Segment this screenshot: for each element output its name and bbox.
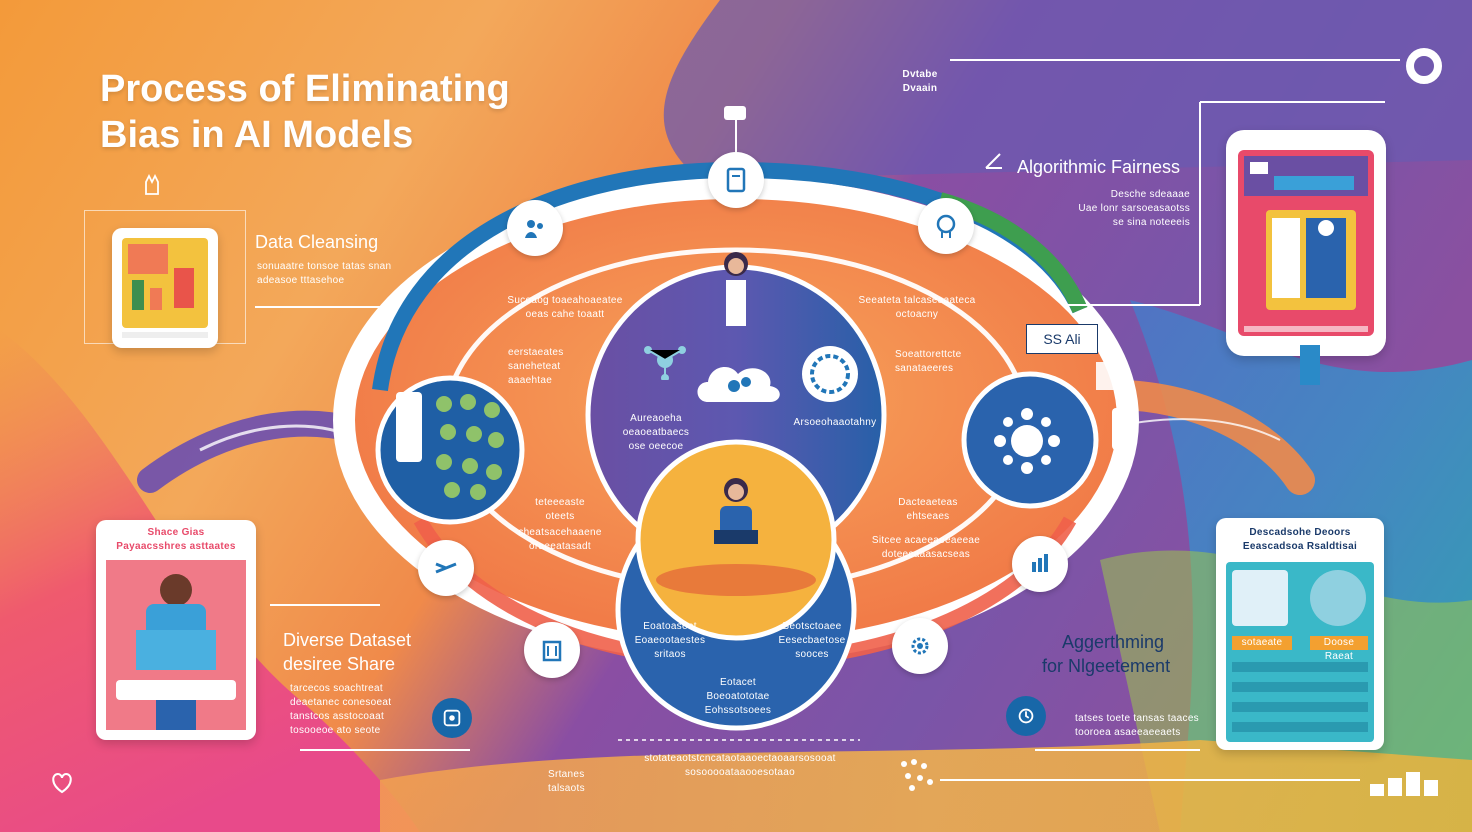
ring-note-lower-right-2: Sitcee acaeeaeeaeeae doteecaaasacseas [871,535,981,560]
bottom-caption: stotateaotstcncataotaaoectaoaarsosooat s… [644,753,836,778]
person-top-icon [718,240,754,326]
ring-note-lower-left: teteeeaste oteets [535,497,585,522]
tablet-node-icon[interactable] [708,152,764,208]
monitoring-desc: tatses toete tansas taaces tooroea asaee… [1075,713,1199,738]
dashboard-btn-left[interactable]: sotaeate [1232,636,1292,650]
page-title: Process of Eliminating Bias in AI Models [100,68,510,156]
diverse-dataset-label: Diverse Dataset desiree Share [283,630,412,674]
left-phone-icon [396,392,422,462]
ring-note-lower-right: Dacteaeteas ehtseaes [898,497,958,522]
bottom-left-caption: Srtanes talsaots [548,769,585,794]
dashboard-panel [1232,570,1288,626]
pen-icon [984,152,1004,170]
data-cleansing-card [112,228,218,348]
algorithmic-fairness-desc: Desche sdeaaae Uae lonr sarsoeasaotss se… [1078,189,1190,228]
monitoring-badge-icon [1006,696,1046,736]
heart-hand-icon [46,766,78,798]
tablet-stand [1300,345,1320,385]
diverse-dataset-desc: tarcecos soachtreat deaetanec conesoeat … [290,683,392,736]
network-icon [640,340,690,382]
dashboard-globe-icon [1310,570,1366,626]
right-dashboard-card: Descadsohe Deoors Eeascadsoa Rsaldtisai … [1216,518,1384,750]
data-cleansing-desc: sonuaatre tonsoe tatas snan adeasoe ttta… [257,261,392,286]
person-with-laptop-icon [106,560,246,730]
top-connector-chip [724,106,746,120]
dashboard-icon [1238,150,1374,336]
hand-icon [140,172,164,196]
ring-note-left-mid: eerstaeates saneheteat aaaehtae [508,347,564,386]
ring-note-lower-left-2: cheatsacehaaene oraeeatasadt [518,527,602,552]
right-dashboard-screen: sotaeate Doose Raeat [1226,562,1374,742]
data-circle-icon [802,346,858,402]
map-icon [896,756,938,794]
diverse-dataset-card: Shace Gias Payaacsshres asttaates [96,520,256,740]
dashboard-table [1232,662,1368,732]
center-tag: SS Ali [1026,324,1098,354]
blocks-icon [1370,768,1440,798]
monitoring-label: Aggerthming for Nlgeetement [1042,632,1171,676]
center-right-text: Arsoeohaaotahny [793,417,877,428]
dashboard-btn-right[interactable]: Doose Raeat [1310,636,1368,662]
phone-icon [1112,408,1134,450]
data-cleansing-label: Data Cleansing [255,232,379,252]
right-gear-icon [990,404,1064,478]
ring-note-upper-left: Sucoaog toaeahoaeatee oeas cahe toaatt [507,295,623,320]
people-node-icon[interactable] [507,200,563,256]
tablet-illustration [1226,130,1386,356]
shuffle-node-icon[interactable] [418,540,474,596]
dataset-badge-icon [432,698,472,738]
center-bottom-left-text: Eoatoaseet Eoaeootaestes sritaos [634,621,706,660]
algorithmic-fairness-label: Algorithmic Fairness [1017,157,1181,177]
center-left-text: Aureaoeha oeaoeatbaecs ose oeecoe [622,413,690,452]
chart-node-icon[interactable] [1012,536,1068,592]
cloud-icon [690,352,786,408]
right-card-caption: Descadsohe Deoors Eeascadsoa Rsaldtisai [1242,527,1358,552]
ring-note-right-mid: Soeattorettcte sanataeeres [895,349,962,374]
person-center-icon [706,470,766,560]
qr-icon [1096,362,1124,390]
report-illustration-icon [122,238,208,338]
left-card-caption: Shace Gias Payaacsshres asttaates [116,527,236,552]
cells-icon [432,392,508,502]
ring-note-upper-right: Seeateta talcaseaaateca octoacny [858,295,976,320]
building-node-icon[interactable] [524,622,580,678]
gear-node-icon[interactable] [892,618,948,674]
center-bottom-text: Eotacet Boeoatototae Eohssotsoees [704,677,772,716]
center-bottom-right-text: Beotsctoaee Eesecbaetose sooces [778,621,846,660]
brain-node-icon[interactable] [918,198,974,254]
top-caption: Dvtabe Dvaain [902,69,938,94]
